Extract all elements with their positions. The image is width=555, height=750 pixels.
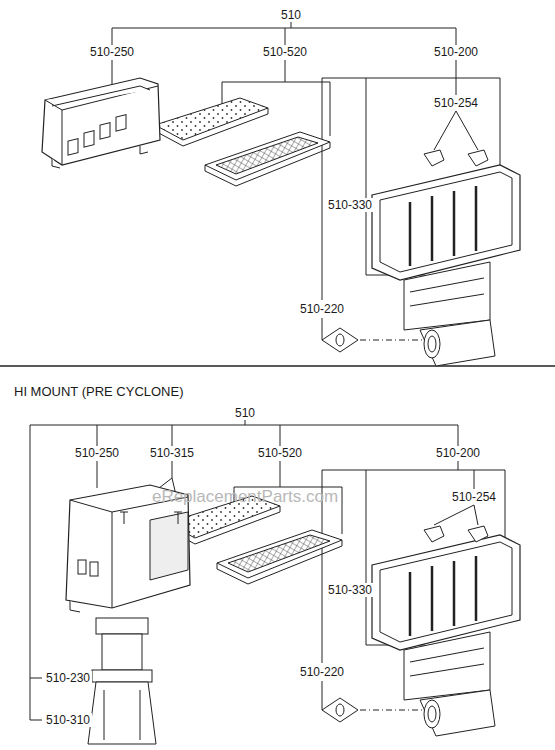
section-heading: HI MOUNT (PRE CYCLONE): [12, 385, 186, 399]
part-number: 510-330: [326, 198, 374, 212]
assembly-number: 510: [279, 8, 303, 22]
watermark: eReplacementParts.com: [150, 490, 340, 504]
part-number: 510-254: [450, 490, 498, 504]
part-number: 510-200: [432, 45, 480, 59]
part-number: 510-310: [44, 713, 92, 727]
part-number: 510-200: [434, 446, 482, 460]
part-number: 510-250: [88, 45, 136, 59]
part-number: 510-315: [148, 446, 196, 460]
part-number: 510-520: [261, 45, 309, 59]
part-number: 510-220: [298, 665, 346, 679]
part-number: 510-520: [256, 446, 304, 460]
part-number: 510-250: [73, 446, 121, 460]
assembly-number: 510: [233, 406, 257, 420]
part-number: 510-230: [44, 671, 92, 685]
part-number: 510-220: [298, 302, 346, 316]
part-number: 510-254: [432, 96, 480, 110]
part-number: 510-330: [326, 583, 374, 597]
